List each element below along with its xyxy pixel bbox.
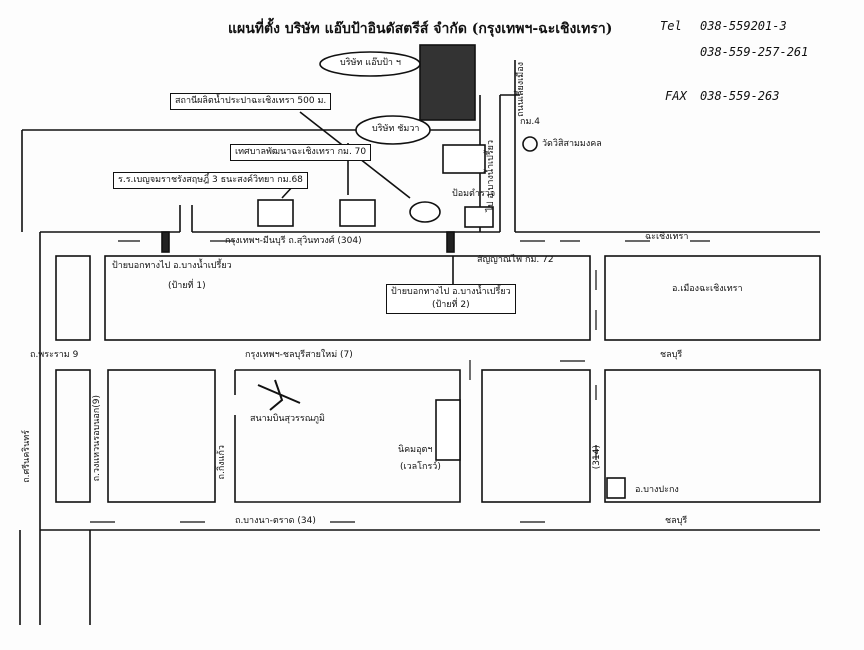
label-km4: กม.4 <box>520 117 540 127</box>
road-kingkaew: ถ.กิ่งแก้ว <box>217 445 227 480</box>
road-suwinthawong: กรุงเทพฯ-มีนบุรี ถ.สุวินทวงศ์ (304) <box>225 236 362 246</box>
crosswalk <box>161 231 170 253</box>
bubble-chumwa <box>355 115 431 145</box>
road-edge <box>179 205 193 232</box>
road-new-chonburi: กรุงเทพฯ-ชลบุรีสายใหม่ (7) <box>245 350 353 360</box>
road-rama9: ถ.พระราม 9 <box>30 350 79 360</box>
water-tank <box>409 201 441 223</box>
map-title: แผนที่ตั้ง บริษัท แอ๊บป้าอินดัสตรีส์ จำก… <box>228 21 613 37</box>
block <box>107 369 216 503</box>
building-school <box>257 199 294 227</box>
label-traffic-light: สัญญาณไฟ กม. 72 <box>477 255 554 265</box>
cloud-company <box>319 51 421 77</box>
airplane-icon <box>257 379 301 411</box>
building-police <box>464 206 494 228</box>
label-police: ป้อมตำรวจ <box>452 189 496 199</box>
sign2-no: (ป้ายที่ 2) <box>432 300 470 310</box>
arrow <box>90 240 710 523</box>
road-outer-ring: ถ.วงแหวนรอบนอก(9) <box>92 395 102 482</box>
label-chumwa: บริษัท ชัมวา <box>372 124 420 134</box>
block <box>481 369 591 503</box>
road-srinakarin: ถ.ศรีนครินทร์ <box>22 430 32 483</box>
label-estate: นิคมอุตฯ <box>398 445 433 455</box>
label-bypass: ถนนเลี่ยงเมือง <box>516 62 526 117</box>
tel-1: 038-559201-3 <box>700 19 787 33</box>
label-sign2: ป้ายบอกทางไป อ.บางน้ำเปรี้ยว (ป้ายที่ 2) <box>386 284 516 314</box>
building-municipality <box>339 199 376 227</box>
road-bangna: ถ.บางนา-ตราด (34) <box>235 516 316 526</box>
label-sign1: ป้ายบอกทางไป อ.บางน้ำเปรี้ยว <box>112 261 232 271</box>
building-chumwa <box>442 144 486 174</box>
sign2-text: ป้ายบอกทางไป อ.บางน้ำเปรี้ยว <box>391 287 511 297</box>
road-chonburi-2: ชลบุรี <box>665 516 688 526</box>
label-airport: สนามบินสุวรรณภูมิ <box>250 414 325 424</box>
block <box>234 369 461 503</box>
block <box>104 255 591 341</box>
label-water-plant: สถานีผลิตน้ำประปาฉะเชิงเทรา 500 ม. <box>170 93 332 110</box>
label-school: ร.ร.เบญจมราชรังสฤษฎิ์ 3 ธนะสงค์วิทยา กม.… <box>113 172 308 189</box>
road-chachoengsao: ฉะเชิงเทรา <box>645 232 689 242</box>
road-chonburi-1: ชลบุรี <box>660 350 683 360</box>
fax-label: FAX <box>665 89 687 103</box>
label-company: บริษัท แอ๊บป้า ฯ <box>340 58 401 68</box>
block <box>604 369 821 503</box>
label-temple: วัดวิสิสามมงคล <box>542 139 602 149</box>
block <box>55 255 91 341</box>
road-314: (314) <box>592 445 602 470</box>
bang-pakong-marker <box>606 477 626 499</box>
tel-label: Tel <box>660 19 682 33</box>
road-edge <box>19 529 820 625</box>
label-mueang: อ.เมืองฉะเชิงเทรา <box>672 284 743 294</box>
label-sign1-no: (ป้ายที่ 1) <box>168 281 206 291</box>
estate-building <box>435 399 461 461</box>
block <box>604 255 821 341</box>
label-to-bang-nam-priao: ไป อ.บางน้ำเปรี้ยว <box>486 140 496 212</box>
building-company <box>419 44 476 121</box>
temple-icon <box>522 136 538 152</box>
tel-2: 038-559-257-261 <box>700 45 809 59</box>
label-estate-2: (เวลโกรว์) <box>400 462 441 472</box>
crosswalk <box>446 231 455 253</box>
label-municipality: เทศบาลพัฒนาฉะเชิงเทรา กม. 70 <box>230 144 372 161</box>
fax-number: 038-559-263 <box>700 89 780 103</box>
label-bang-pakong: อ.บางปะกง <box>635 485 679 495</box>
block <box>55 369 91 503</box>
